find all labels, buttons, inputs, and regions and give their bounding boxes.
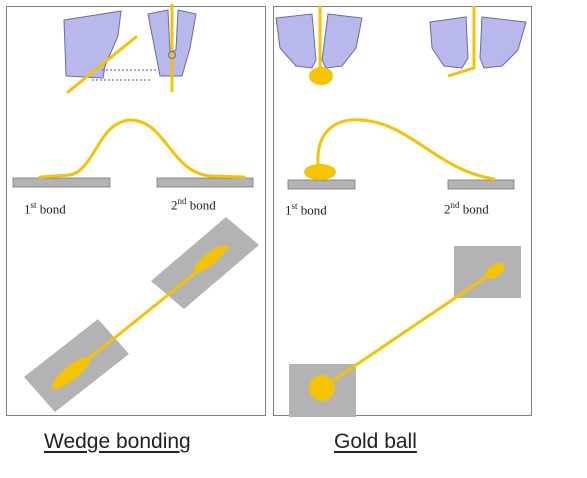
ball-bond-profile (304, 164, 336, 180)
wedge-wire-loop (38, 118, 246, 179)
ball-second-bond-label: 2nd bond (444, 200, 489, 217)
wedge-flat-second (194, 245, 226, 273)
wedge-flat-first (51, 356, 91, 390)
ball-first-bond-label: 1st bond (285, 201, 327, 218)
ball-pad-first (287, 179, 356, 190)
ball-wire-top (321, 269, 496, 390)
wedge-first-bond-label: 1st bond (24, 200, 66, 217)
ball-capillary-right (429, 6, 527, 78)
wedge-tool-right (147, 4, 197, 92)
wedge-pad-second (156, 177, 254, 188)
ball-bond-top (309, 375, 335, 401)
wedge-tool-left (63, 10, 138, 94)
ball-wire-loop (316, 118, 496, 181)
wedge-bonding-panel (6, 6, 266, 416)
wedge-second-bond-label: 2nd bond (171, 196, 216, 213)
gold-ball-caption: Gold ball (334, 430, 417, 453)
ball-capillary-left (275, 6, 363, 85)
wedge-bonding-caption: Wedge bonding (44, 430, 191, 453)
wedge-pad-first (12, 177, 111, 188)
ball-pad-second (447, 179, 515, 190)
ball-stitch-top (485, 263, 505, 279)
